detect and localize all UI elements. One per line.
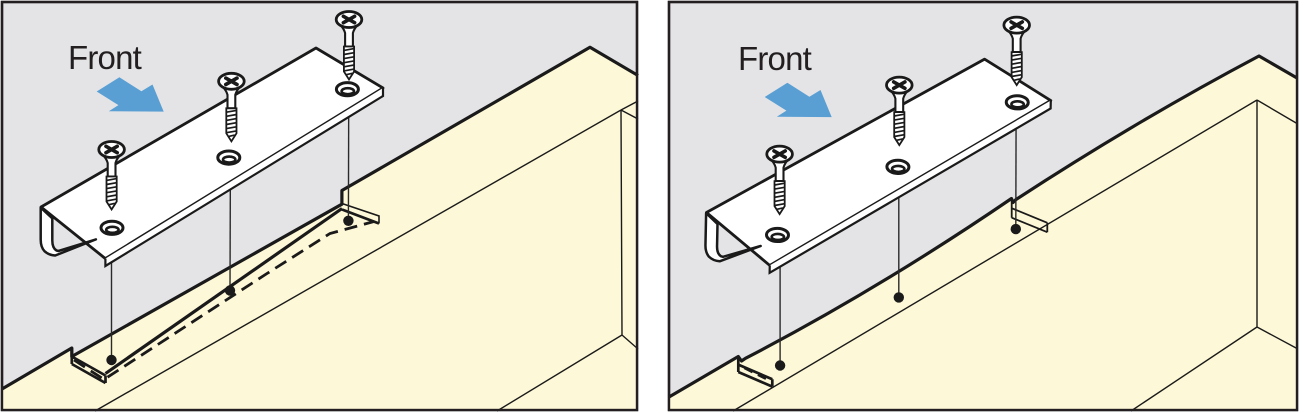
svg-text:Front: Front xyxy=(738,40,812,77)
svg-text:Front: Front xyxy=(68,39,142,76)
